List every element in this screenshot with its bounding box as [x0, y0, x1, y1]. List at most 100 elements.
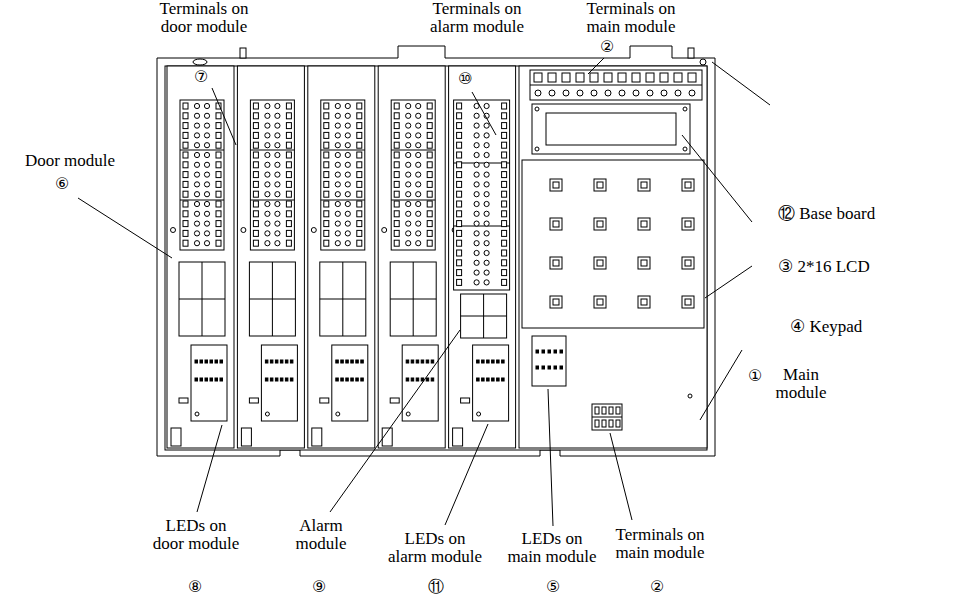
key: [594, 296, 606, 308]
terminal-screw: [457, 270, 462, 276]
callout-label: ⑫ Base board: [778, 205, 875, 223]
led: [536, 350, 539, 353]
led: [220, 360, 223, 363]
terminal-clamp: [406, 211, 411, 216]
led: [406, 378, 409, 381]
base-board-outline: [157, 46, 715, 456]
terminal-screw: [324, 162, 329, 168]
terminal-screw: [357, 201, 362, 207]
terminal-screw: [394, 181, 399, 187]
terminal-clamp: [406, 133, 411, 138]
terminal-screw: [324, 221, 329, 227]
terminal-screw: [502, 132, 507, 138]
terminal-screw: [394, 162, 399, 168]
terminal-screw: [216, 221, 221, 227]
terminal-screw: [253, 191, 258, 197]
terminal-screw: [324, 181, 329, 187]
board-hole: [193, 59, 207, 65]
terminal-screw: [183, 211, 188, 217]
terminal-screw: [216, 201, 221, 207]
terminal-screw: [609, 407, 613, 414]
screw-hole: [688, 394, 692, 398]
terminal-clamp: [194, 231, 199, 236]
terminal-divider: [250, 150, 294, 151]
led: [548, 366, 551, 369]
terminal-block: [180, 100, 224, 250]
terminal-screw: [183, 172, 188, 178]
panel-drawing: [157, 46, 715, 456]
terminal-clamp: [335, 152, 340, 157]
terminal-clamp: [265, 231, 270, 236]
terminal-screw: [457, 103, 462, 109]
terminal-clamp: [563, 90, 569, 96]
terminal-clamp: [474, 211, 479, 216]
led: [200, 378, 203, 381]
terminal-clamp: [406, 143, 411, 148]
leader-line: [700, 350, 742, 420]
terminal-screw: [646, 73, 654, 82]
terminal-screw: [183, 162, 188, 168]
terminal-clamp: [591, 90, 597, 96]
connector: [179, 398, 188, 403]
terminal-screw: [604, 73, 612, 82]
terminal-screw: [502, 142, 507, 148]
terminal-clamp: [345, 231, 350, 236]
terminal-screw: [427, 201, 432, 207]
callout-label: LEDs on main module: [503, 530, 601, 566]
key: [682, 257, 694, 269]
terminal-clamp: [345, 182, 350, 187]
terminal-clamp: [204, 113, 209, 118]
terminal-screw: [286, 221, 291, 227]
led: [356, 378, 359, 381]
led: [270, 360, 273, 363]
terminal-clamp: [345, 143, 350, 148]
callout-label: ④ Keypad: [790, 318, 862, 336]
terminal-clamp: [335, 201, 340, 206]
terminal-clamp: [474, 231, 479, 236]
led: [285, 378, 288, 381]
callout-label: Terminals on door module: [148, 0, 260, 36]
terminal-clamp: [265, 143, 270, 148]
terminal-clamp: [204, 143, 209, 148]
led: [536, 366, 539, 369]
terminal-screw: [357, 123, 362, 129]
leader-line: [705, 266, 752, 298]
led: [497, 378, 500, 381]
connector: [249, 398, 258, 403]
terminal-clamp: [416, 162, 421, 167]
terminal-screw: [427, 172, 432, 178]
callout-number: ⑦: [194, 68, 208, 86]
terminal-clamp: [265, 211, 270, 216]
key: [594, 179, 606, 191]
terminal-divider: [250, 200, 294, 201]
led: [492, 360, 495, 363]
terminal-clamp: [484, 250, 489, 255]
terminal-clamp: [194, 152, 199, 157]
terminal-clamp: [204, 172, 209, 177]
key: [682, 218, 694, 230]
screw-hole: [477, 412, 481, 416]
leader-line: [197, 425, 222, 512]
terminal-screw: [286, 152, 291, 158]
terminal-clamp: [275, 103, 280, 108]
terminal-clamp: [484, 123, 489, 128]
terminal-clamp: [345, 221, 350, 226]
screw-hole: [683, 107, 687, 111]
callout-label: LEDs on door module: [150, 517, 242, 553]
terminal-clamp: [204, 162, 209, 167]
terminal-screw: [253, 152, 258, 158]
terminal-clamp: [484, 143, 489, 148]
key-cap: [685, 182, 691, 188]
terminal-screw: [457, 279, 462, 285]
key: [638, 296, 650, 308]
terminal-screw: [253, 162, 258, 168]
terminal-screw: [457, 152, 462, 158]
key-cap: [553, 182, 559, 188]
connector: [461, 398, 470, 403]
key-cap: [553, 260, 559, 266]
terminal-clamp: [335, 143, 340, 148]
terminal-screw: [324, 142, 329, 148]
led: [548, 350, 551, 353]
terminal-clamp: [416, 152, 421, 157]
